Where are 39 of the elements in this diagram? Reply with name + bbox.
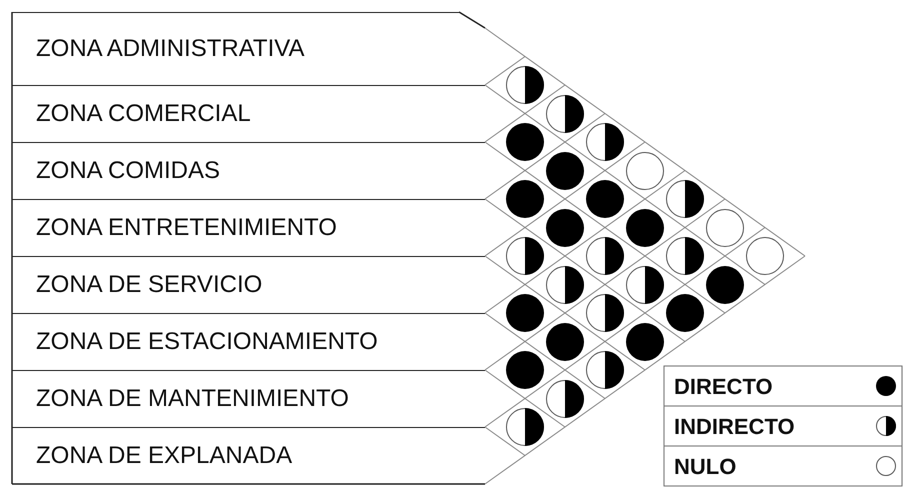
filled-circle-mark xyxy=(505,179,545,219)
zone-row: ZONA COMERCIAL xyxy=(12,85,485,142)
filled-circle-mark xyxy=(505,350,545,390)
half-filled-circle-mark xyxy=(665,179,705,219)
half-filled-circle-mark xyxy=(545,264,585,304)
zone-row: ZONA DE MANTENIMIENTO xyxy=(12,370,485,427)
half-filled-circle-mark xyxy=(585,236,625,276)
half-filled-circle-mark xyxy=(545,378,585,418)
filled-circle-mark xyxy=(625,208,665,248)
filled-circle-mark xyxy=(545,322,585,362)
empty-circle-mark xyxy=(705,208,745,248)
filled-circle-mark xyxy=(505,122,545,162)
legend-label: NULO xyxy=(674,454,736,480)
legend-label: INDIRECTO xyxy=(674,414,795,440)
legend-label: DIRECTO xyxy=(674,374,773,400)
half-filled-circle-mark xyxy=(505,65,545,105)
filled-circle-mark xyxy=(545,150,585,190)
filled-circle-mark xyxy=(665,293,705,333)
zone-row: ZONA ADMINISTRATIVA xyxy=(12,12,459,85)
zone-row: ZONA DE ESTACIONAMIENTO xyxy=(12,313,485,370)
filled-circle-mark xyxy=(505,293,545,333)
half-filled-circle-mark xyxy=(665,236,705,276)
filled-circle-mark xyxy=(585,179,625,219)
zone-row: ZONA DE EXPLANADA xyxy=(12,427,485,484)
half-filled-circle-mark xyxy=(545,94,585,134)
zone-row: ZONA COMIDAS xyxy=(12,142,485,199)
filled-circle-mark xyxy=(705,264,745,304)
half-filled-circle-mark xyxy=(585,293,625,333)
half-filled-circle-mark xyxy=(505,236,545,276)
empty-circle-mark xyxy=(745,236,785,276)
empty-circle-mark xyxy=(625,150,665,190)
half-filled-circle-mark xyxy=(585,350,625,390)
half-filled-circle-mark xyxy=(625,264,665,304)
filled-circle-mark xyxy=(625,322,665,362)
half-filled-circle-mark xyxy=(585,122,625,162)
filled-circle-mark xyxy=(545,208,585,248)
zone-row: ZONA ENTRETENIMIENTO xyxy=(12,199,485,256)
zone-row: ZONA DE SERVICIO xyxy=(12,256,485,313)
half-filled-circle-mark xyxy=(505,407,545,447)
